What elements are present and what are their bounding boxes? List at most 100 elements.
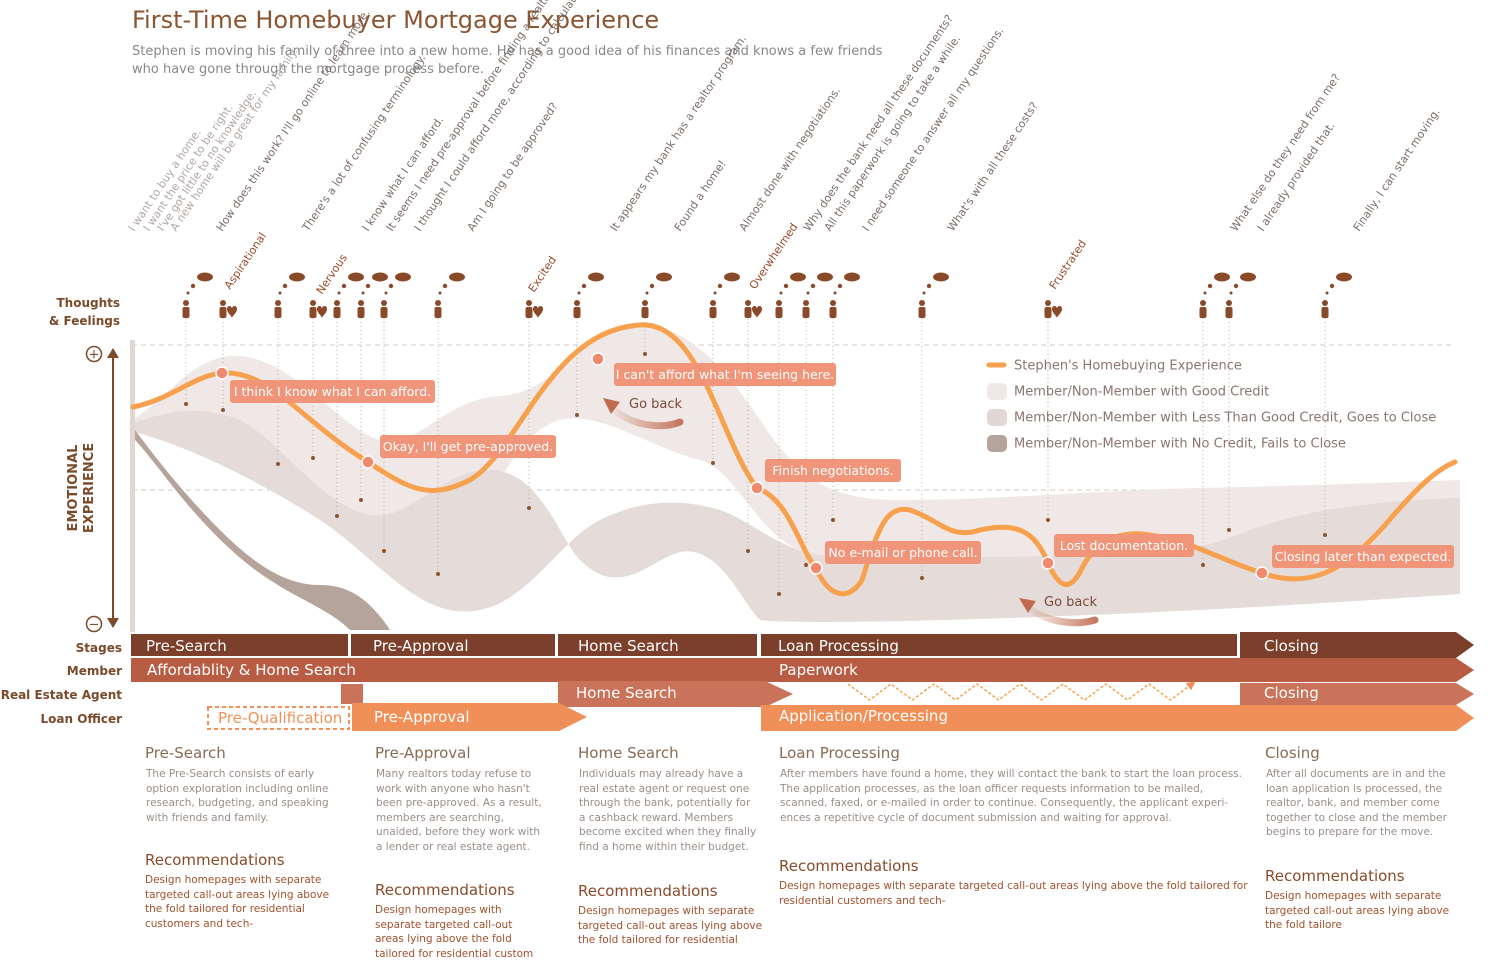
person-icon bbox=[1322, 300, 1328, 306]
axis-plus-circle bbox=[85, 345, 103, 363]
stages-label: Stages bbox=[76, 641, 122, 655]
section-body-line: The application processes, as the loan o… bbox=[780, 782, 1204, 795]
stem-dot bbox=[777, 592, 781, 596]
thought-bubble-icon bbox=[1336, 272, 1352, 282]
experience-marker bbox=[750, 481, 764, 495]
section-body-line: a cashback reward. Members bbox=[579, 811, 734, 824]
thought-bubble-icon bbox=[372, 272, 388, 282]
section-body-line: find a home within their budget. bbox=[579, 841, 749, 853]
person-body-icon bbox=[309, 307, 317, 318]
recommendation-line: tailored for residential custom bbox=[375, 947, 534, 960]
recommendation-line: separate targeted call-out bbox=[375, 918, 513, 931]
person-body-icon bbox=[829, 307, 837, 318]
legend-swatch bbox=[987, 435, 1007, 452]
experience-marker bbox=[591, 352, 605, 366]
section-body-line: After all documents are in and the bbox=[1266, 768, 1446, 780]
section-body-line: work with anyone who hasn't bbox=[376, 782, 530, 795]
person-body-icon bbox=[802, 307, 810, 318]
stage-bar bbox=[131, 634, 348, 656]
section-body-line: research, budgeting, and speaking bbox=[146, 797, 329, 810]
thought-dot-icon bbox=[190, 283, 196, 289]
person-icon bbox=[776, 300, 782, 306]
thought-text: All this paperwork is going to take a wh… bbox=[822, 33, 963, 234]
thought-dot-icon bbox=[713, 291, 717, 295]
heart-icon bbox=[227, 306, 237, 318]
person-icon bbox=[381, 300, 387, 306]
go-back-arrow bbox=[608, 404, 684, 430]
thought-dot-icon bbox=[810, 283, 816, 289]
thought-bubble-icon bbox=[817, 272, 833, 282]
heart-icon bbox=[317, 306, 327, 318]
thought-dot-icon bbox=[1325, 291, 1329, 295]
recommendations-heading: Recommendations bbox=[1265, 867, 1405, 885]
thought-bubble-icon bbox=[1214, 272, 1230, 282]
section-heading: Closing bbox=[1265, 744, 1320, 762]
stem-dot bbox=[711, 461, 715, 465]
person-body-icon bbox=[357, 307, 365, 318]
person-icon bbox=[334, 300, 340, 306]
recommendations-heading: Recommendations bbox=[578, 882, 718, 900]
chart-left-edge bbox=[130, 340, 135, 632]
emotional-axis-label: EMOTIONAL bbox=[66, 445, 81, 532]
agent-label-text: Home Search bbox=[576, 684, 677, 702]
person-body-icon bbox=[333, 307, 341, 318]
person-body-icon bbox=[525, 307, 533, 318]
person-icon bbox=[919, 300, 925, 306]
thoughts-label: & Feelings bbox=[49, 314, 120, 328]
callout-text: Okay, I'll get pre-approved. bbox=[383, 439, 553, 454]
stage-bar bbox=[558, 634, 757, 656]
stem-dot bbox=[276, 462, 280, 466]
section-heading: Home Search bbox=[578, 744, 679, 762]
person-body-icon bbox=[641, 307, 649, 318]
thoughts-label: Thoughts bbox=[56, 296, 120, 310]
agent-label-text: Closing bbox=[1264, 684, 1319, 702]
feeling-text: Aspirational bbox=[222, 230, 269, 292]
stem-dot bbox=[1046, 518, 1050, 522]
stage-bar bbox=[1240, 632, 1474, 658]
stage-label: Pre-Search bbox=[146, 637, 227, 655]
stage-label: Loan Processing bbox=[778, 637, 899, 655]
thought-dot-icon bbox=[581, 283, 587, 289]
go-back-arrow bbox=[1024, 603, 1099, 627]
axis-minus-circle bbox=[85, 615, 103, 633]
callout-box bbox=[1054, 534, 1194, 557]
recommendation-line: areas lying above the fold bbox=[375, 933, 512, 946]
stem-dot bbox=[436, 572, 440, 576]
callout-box bbox=[230, 380, 435, 403]
callout-text: No e-mail or phone call. bbox=[828, 545, 977, 560]
section-body-line: unaided, before they work with bbox=[376, 826, 541, 839]
officer-label: Loan Officer bbox=[41, 712, 123, 726]
thought-dot-icon bbox=[1329, 283, 1335, 289]
agent-bar bbox=[558, 681, 793, 707]
axis-plus-sign: + bbox=[89, 348, 100, 363]
thought-dot-icon bbox=[1203, 291, 1207, 295]
thought-dot-icon bbox=[833, 291, 837, 295]
thought-dot-icon bbox=[922, 291, 926, 295]
thought-dot-icon bbox=[783, 283, 789, 289]
section-body-line: After members have found a home, they wi… bbox=[780, 768, 1242, 780]
go-back-arrowhead bbox=[1019, 598, 1036, 613]
thought-bubble-icon bbox=[844, 272, 860, 282]
stage-bar bbox=[761, 634, 1237, 656]
legend-label: Member/Non-Member with Good Credit bbox=[1014, 385, 1269, 400]
recommendation-line: residential customers and tech- bbox=[779, 894, 946, 907]
agent-bar bbox=[341, 684, 363, 704]
agent-bar bbox=[1240, 683, 1474, 705]
callout-box bbox=[1272, 545, 1454, 568]
person-body-icon bbox=[1044, 307, 1052, 318]
thought-dot-icon bbox=[1229, 291, 1233, 295]
experience-marker bbox=[809, 561, 823, 575]
experience-marker bbox=[1041, 556, 1055, 570]
recommendation-line: the fold tailored for residential bbox=[578, 934, 738, 947]
axis-arrow-down bbox=[107, 618, 119, 628]
person-icon bbox=[710, 300, 716, 306]
thought-text: Almost done with negotiations. bbox=[737, 84, 844, 233]
thought-dot-icon bbox=[926, 283, 932, 289]
person-icon bbox=[1226, 300, 1232, 306]
thought-bubble-icon bbox=[588, 272, 604, 282]
member-label-text: Paperwork bbox=[779, 661, 858, 679]
thought-dot-icon bbox=[649, 283, 655, 289]
experience-marker bbox=[1255, 566, 1269, 580]
section-heading: Pre-Approval bbox=[375, 744, 471, 762]
